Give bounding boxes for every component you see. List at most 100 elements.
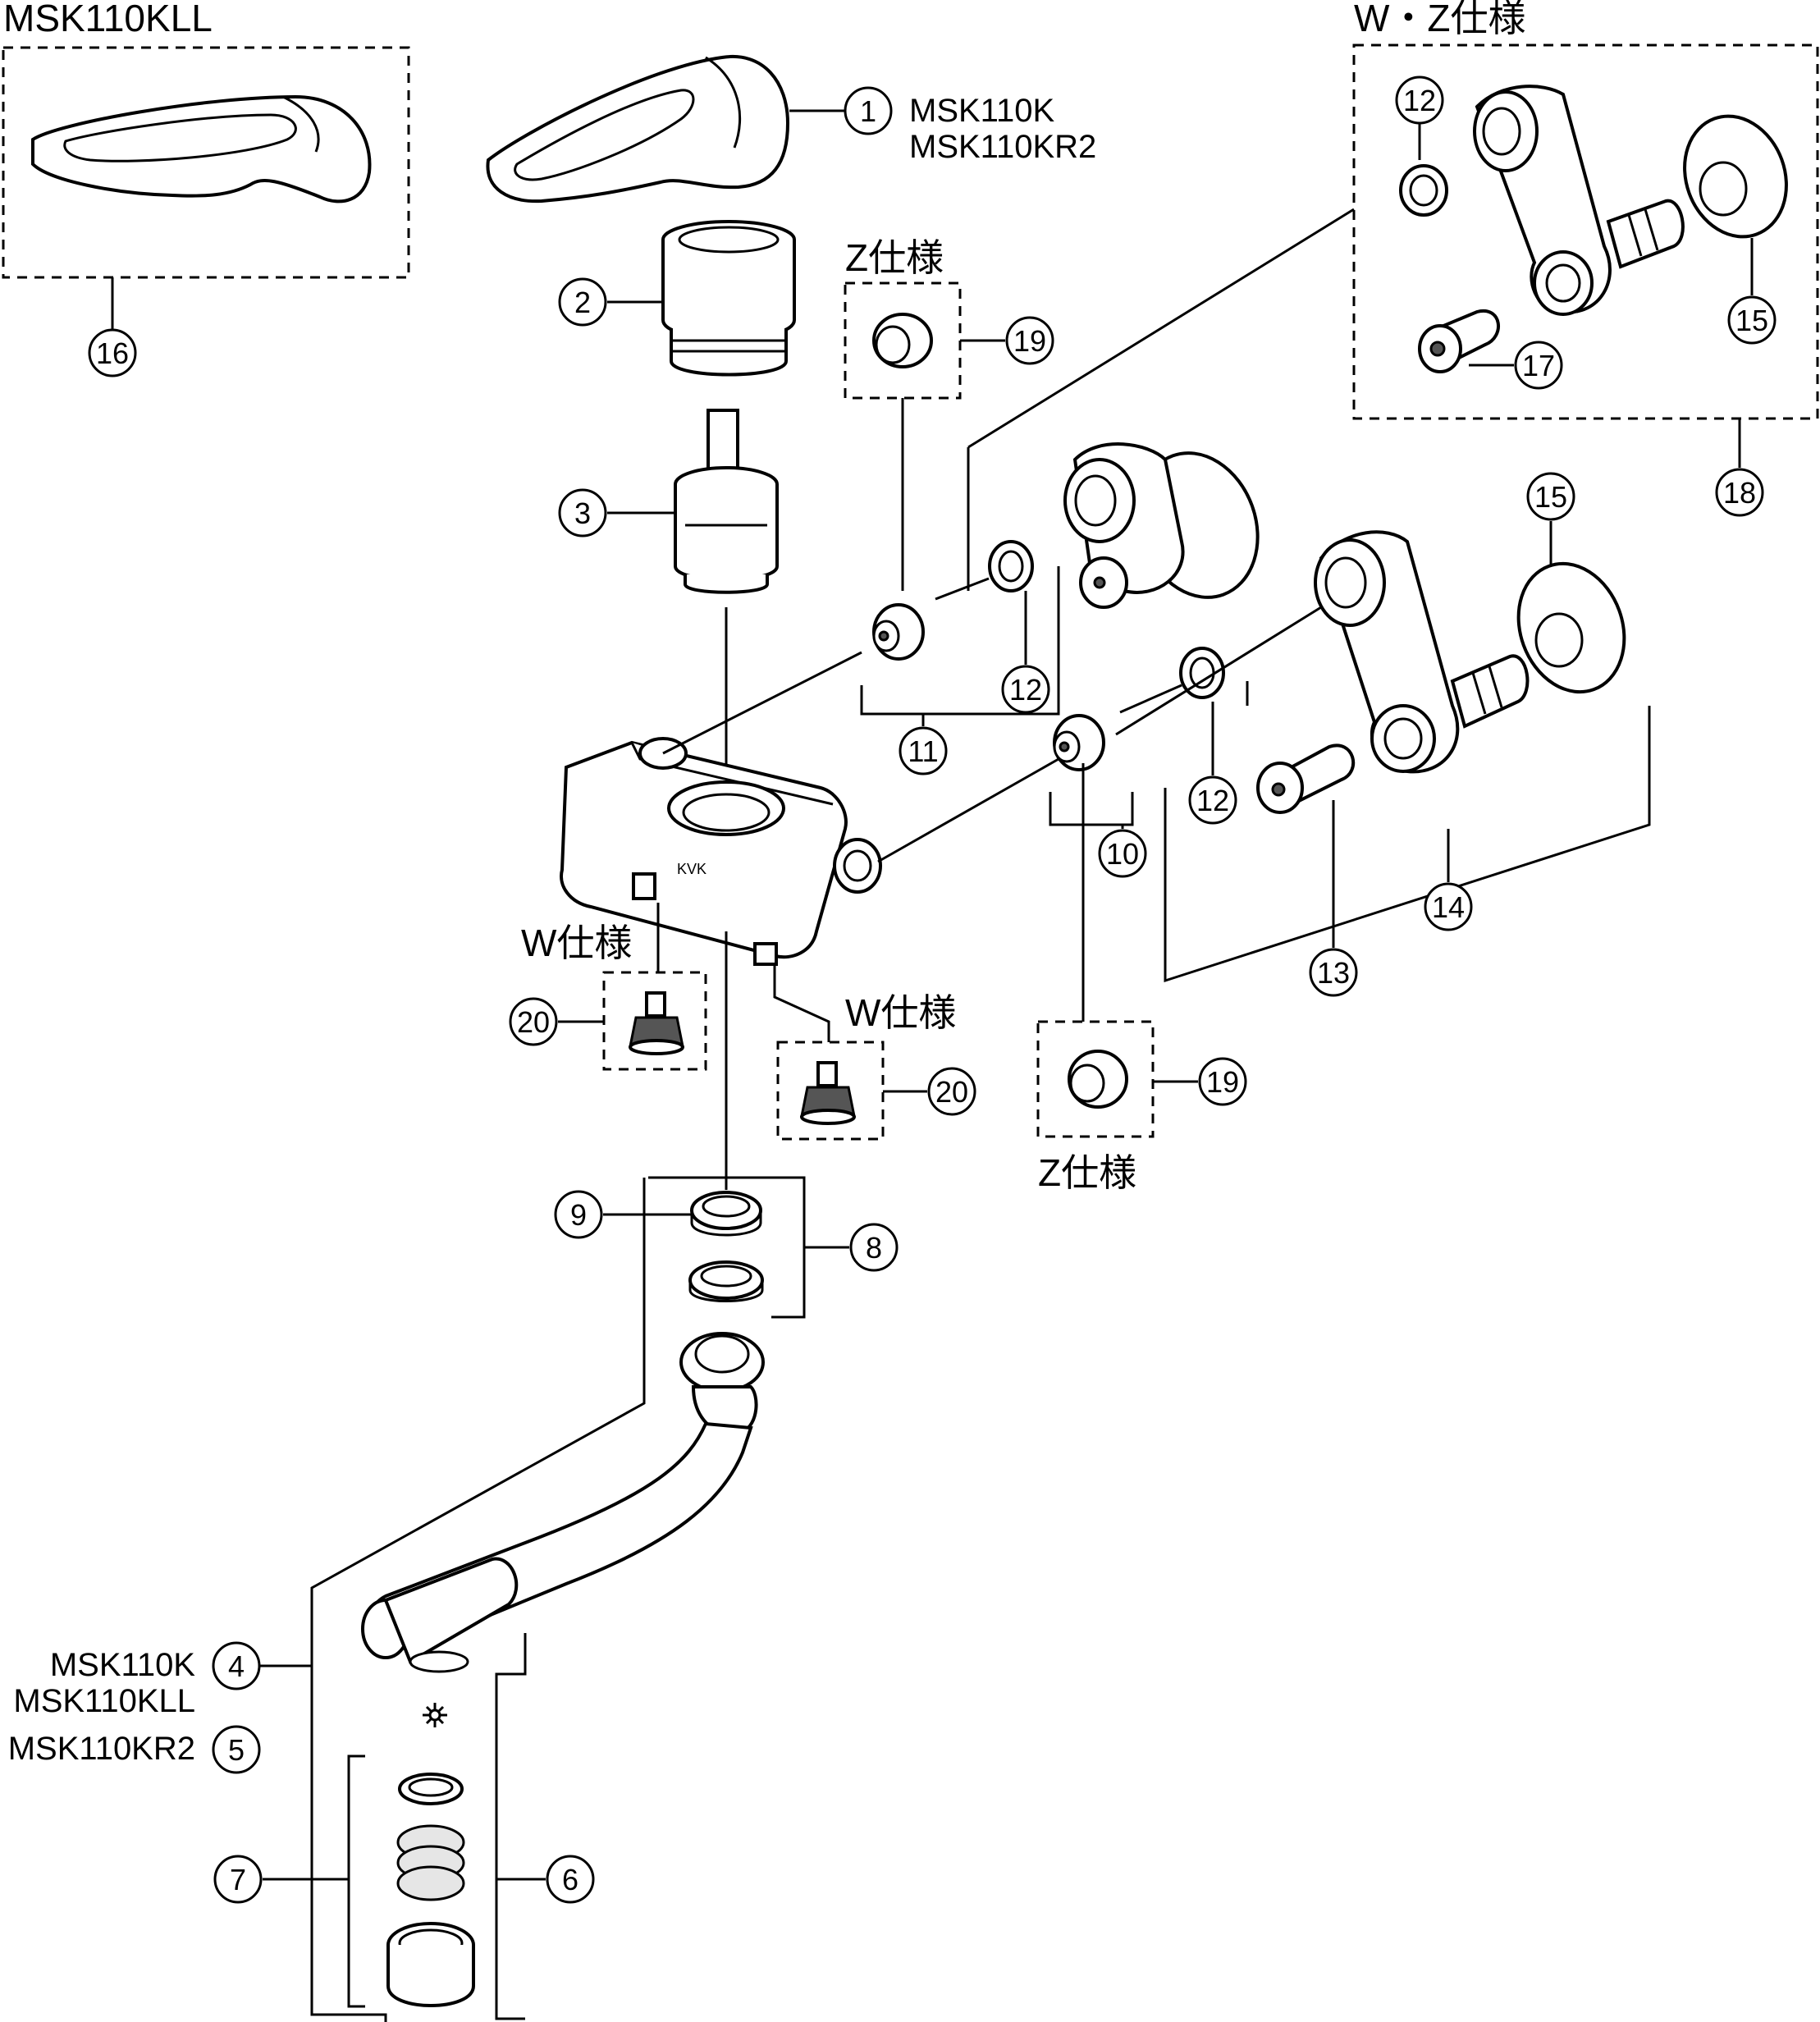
packing-12-lower — [1179, 647, 1225, 699]
strainer-13 — [1256, 743, 1356, 814]
callout-15-lower: 15 — [1526, 472, 1575, 521]
air-valve-20-right — [800, 1061, 856, 1125]
air-valve-20-left — [629, 991, 684, 1055]
model-label-4b: MSK110KLL — [13, 1683, 195, 1719]
svg-text:14: 14 — [1432, 890, 1465, 924]
svg-text:19: 19 — [1206, 1065, 1239, 1099]
callout-8: 8 — [849, 1223, 899, 1272]
leader-body-to-11 — [662, 651, 862, 755]
bracket-14 — [1164, 706, 1651, 983]
svg-text:20: 20 — [517, 1005, 550, 1039]
callout-14: 14 — [1424, 882, 1473, 931]
aerator-mesh — [396, 1824, 465, 1901]
callout-18: 18 — [1715, 468, 1764, 517]
check-valve-10 — [1053, 714, 1105, 771]
aerator-ring — [398, 1773, 464, 1805]
check-valve-z-bottom — [1068, 1050, 1128, 1109]
svg-text:5: 5 — [228, 1733, 245, 1767]
callout-6: 6 — [546, 1855, 595, 1904]
w-spec-label-left: W仕様 — [521, 922, 632, 964]
svg-text:12: 12 — [1403, 84, 1436, 117]
svg-text:17: 17 — [1522, 349, 1555, 382]
packing-12-upper — [988, 540, 1034, 592]
callout-20-left: 20 — [509, 997, 558, 1046]
cap-nut — [661, 220, 796, 377]
handle-lever — [486, 54, 790, 204]
svg-text:15: 15 — [1735, 304, 1768, 337]
model-label-5: MSK110KR2 — [8, 1731, 195, 1767]
cartridge — [674, 409, 779, 594]
flow-straightener — [423, 1703, 447, 1727]
check-valve-11 — [872, 603, 925, 661]
svg-text:10: 10 — [1106, 837, 1139, 871]
handle-lever-kll — [31, 94, 372, 204]
svg-text:15: 15 — [1534, 480, 1567, 514]
model-label-1a: MSK110K — [909, 93, 1054, 129]
callout-12-wz: 12 — [1395, 75, 1444, 125]
aerator-cap — [386, 1922, 475, 2007]
check-valve-z-top — [872, 313, 933, 368]
packing-8 — [688, 1260, 764, 1302]
z-spec-box-bottom — [1036, 1020, 1155, 1138]
faucet-body: KVK — [560, 737, 882, 966]
callout-3: 3 — [558, 488, 607, 538]
callout-9: 9 — [554, 1190, 603, 1239]
escutcheon-wz — [1683, 114, 1788, 239]
callout-10: 10 — [1098, 829, 1147, 878]
svg-text:7: 7 — [230, 1863, 246, 1896]
msk110kll-group-box — [2, 46, 410, 279]
eccentric-leg-lower — [1314, 530, 1530, 774]
callout-19-bottom: 19 — [1198, 1057, 1247, 1106]
msk110kll-title: MSK110KLL — [3, 0, 213, 39]
callout-20-right: 20 — [927, 1067, 976, 1116]
callout-17: 17 — [1514, 341, 1563, 390]
eccentric-leg-wz — [1473, 85, 1685, 316]
svg-text:20: 20 — [935, 1075, 968, 1109]
svg-text:18: 18 — [1723, 476, 1756, 510]
strainer-17-wz — [1418, 309, 1500, 373]
svg-text:12: 12 — [1196, 784, 1229, 817]
callout-11: 11 — [899, 726, 948, 775]
svg-text:8: 8 — [866, 1231, 882, 1265]
svg-text:2: 2 — [574, 286, 591, 319]
wz-spec-title: W・Z仕様 — [1354, 0, 1526, 39]
svg-text:11: 11 — [908, 734, 938, 768]
svg-text:3: 3 — [574, 496, 591, 530]
bracket-7 — [347, 1754, 365, 2008]
model-label-4a: MSK110K — [50, 1647, 195, 1683]
callout-4: 4 — [212, 1641, 261, 1690]
z-spec-label-bottom: Z仕様 — [1038, 1151, 1136, 1194]
svg-text:13: 13 — [1317, 956, 1350, 990]
leg-cap-upper — [1063, 442, 1260, 609]
callout-12-lower: 12 — [1188, 775, 1237, 825]
callout-1: 1 — [844, 86, 893, 135]
svg-text:12: 12 — [1009, 673, 1042, 707]
svg-text:9: 9 — [570, 1198, 587, 1232]
leader-body-to-10 — [877, 757, 1059, 863]
leader-wz-to-11 — [967, 208, 1355, 449]
escutcheon-lower — [1516, 561, 1626, 694]
callout-19-top: 19 — [1005, 316, 1054, 365]
svg-text:1: 1 — [860, 94, 876, 128]
callout-7: 7 — [213, 1855, 263, 1904]
z-spec-label-top: Z仕様 — [845, 236, 944, 279]
w-spec-label-right: W仕様 — [845, 991, 956, 1034]
callout-5: 5 — [212, 1725, 261, 1774]
callout-12-upper: 12 — [1001, 665, 1050, 714]
svg-text:19: 19 — [1013, 324, 1046, 358]
w-spec-box-right — [776, 1041, 885, 1141]
spout — [361, 1332, 765, 1673]
wz-spec-box — [1352, 43, 1819, 420]
callout-15-wz: 15 — [1727, 295, 1777, 345]
packing-12-wz — [1399, 164, 1448, 217]
svg-text:4: 4 — [228, 1649, 245, 1683]
callout-13: 13 — [1309, 948, 1358, 997]
svg-text:16: 16 — [96, 336, 129, 370]
callout-16: 16 — [88, 328, 137, 377]
svg-text:6: 6 — [562, 1863, 578, 1896]
packing-9 — [690, 1191, 762, 1237]
brand-logo: KVK — [677, 861, 707, 877]
callout-2: 2 — [558, 277, 607, 327]
model-label-1b: MSK110KR2 — [909, 129, 1096, 165]
